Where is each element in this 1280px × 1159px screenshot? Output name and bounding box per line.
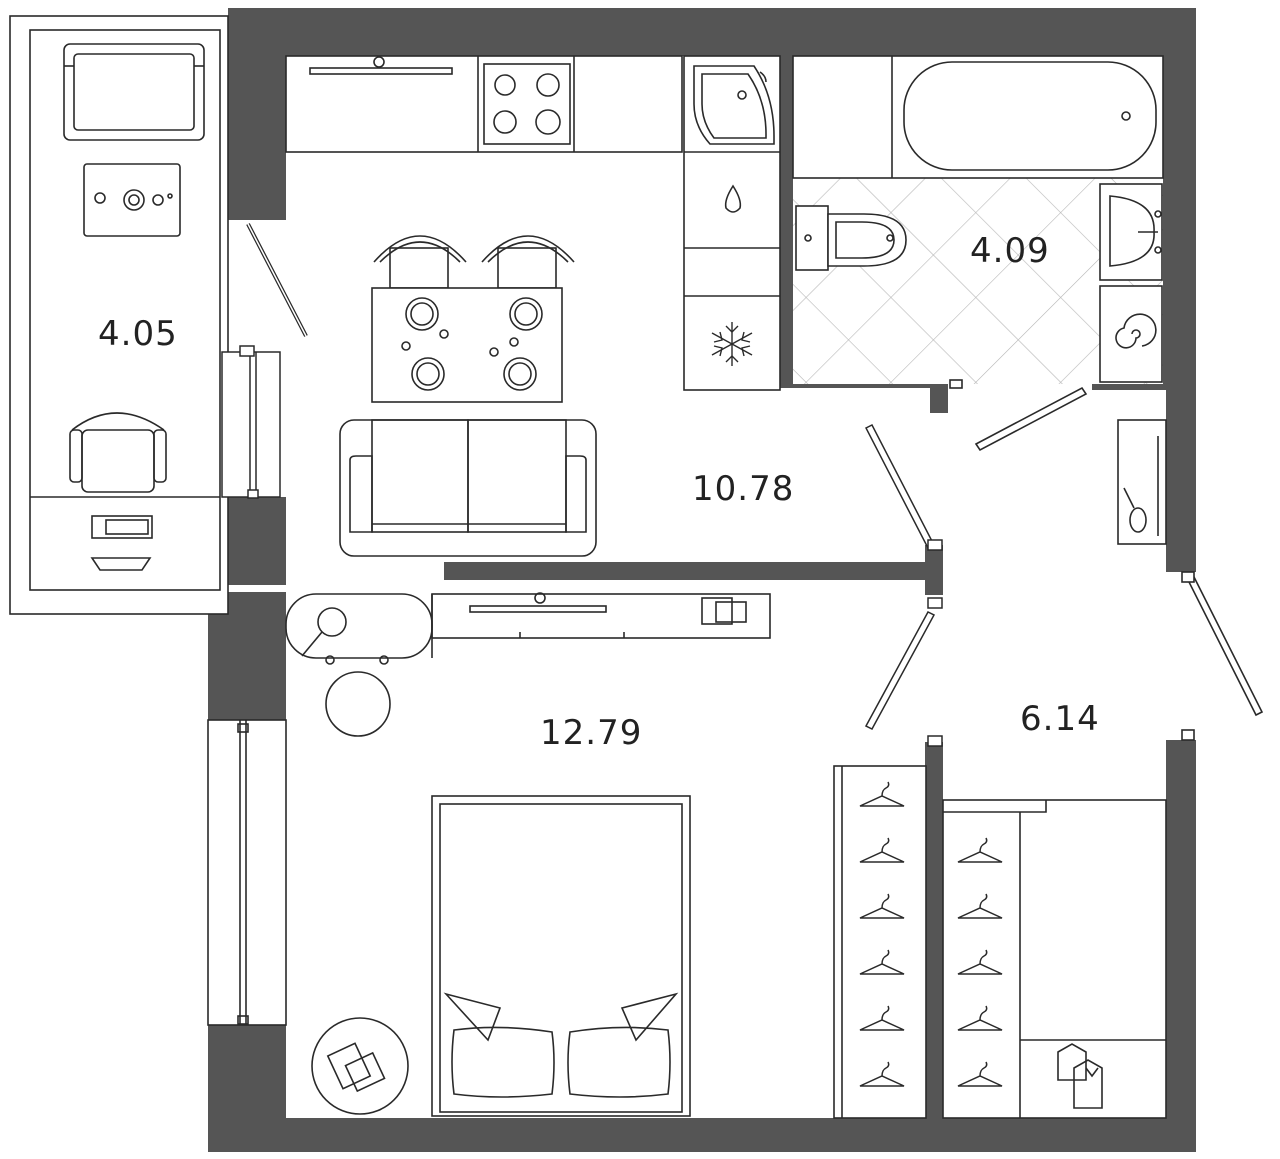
hallway-wardrobes xyxy=(833,765,1167,1119)
kitchen-living xyxy=(285,55,781,557)
bedroom-door xyxy=(864,597,943,747)
bathroom xyxy=(792,55,1164,452)
hanger-icons xyxy=(859,781,1003,1087)
hanger-icon xyxy=(859,1005,905,1031)
hanger-icon xyxy=(957,949,1003,975)
room-area-balcony: 4.05 xyxy=(98,314,178,354)
hanger-icon xyxy=(859,1061,905,1087)
room-area-bedroom: 12.79 xyxy=(540,713,642,753)
room-area-kitchen-living: 10.78 xyxy=(692,469,794,509)
balcony xyxy=(9,15,229,615)
hanger-icon xyxy=(859,949,905,975)
hallway-niche xyxy=(1117,419,1264,741)
hanger-icon xyxy=(957,893,1003,919)
room-area-bathroom: 4.09 xyxy=(970,231,1050,271)
bedroom xyxy=(207,592,771,1117)
kitchen-door xyxy=(864,423,943,551)
hanger-icon xyxy=(859,893,905,919)
hanger-icon xyxy=(957,837,1003,863)
balcony-windows xyxy=(221,223,308,499)
hanger-icon xyxy=(957,1061,1003,1087)
room-area-hallway: 6.14 xyxy=(1020,699,1100,739)
hanger-icon xyxy=(859,781,905,807)
hanger-icon xyxy=(859,837,905,863)
hanger-icon xyxy=(957,1005,1003,1031)
